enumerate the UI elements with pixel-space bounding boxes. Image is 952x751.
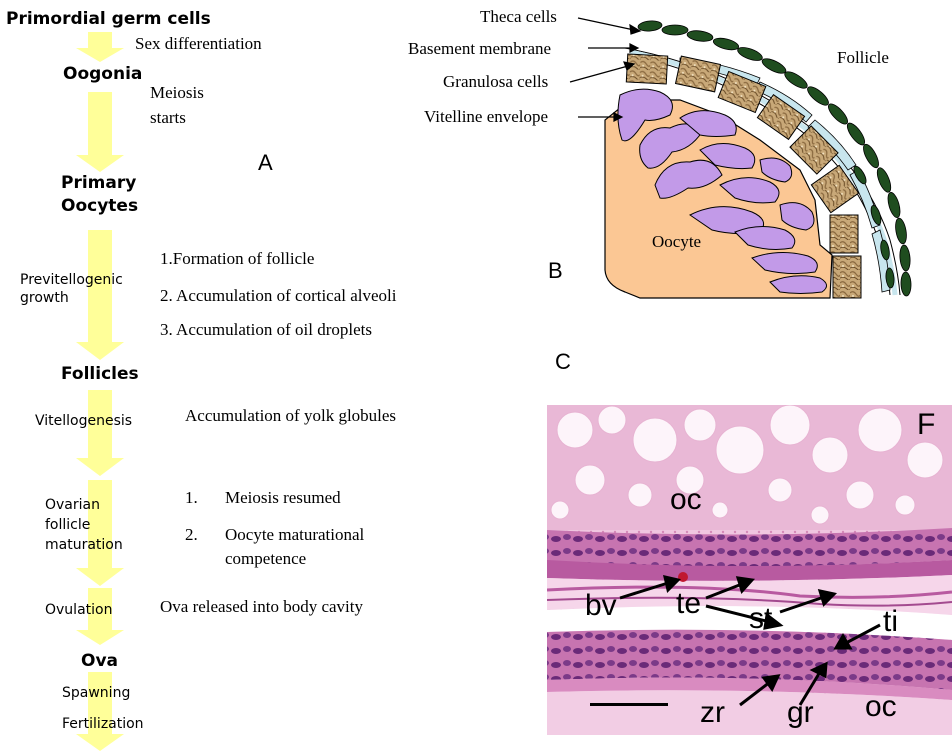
hist-label-te: te [676, 587, 701, 621]
hist-label-oc-bottom: oc [865, 690, 897, 724]
hist-label-st: st [749, 602, 772, 636]
hist-label-f: F [917, 408, 935, 442]
hist-label-ti: ti [883, 605, 898, 639]
hist-label-gr: gr [787, 696, 814, 730]
hist-label-oc-top: oc [670, 483, 702, 517]
hist-label-zr: zr [700, 696, 725, 730]
hist-label-bv: bv [585, 589, 617, 623]
